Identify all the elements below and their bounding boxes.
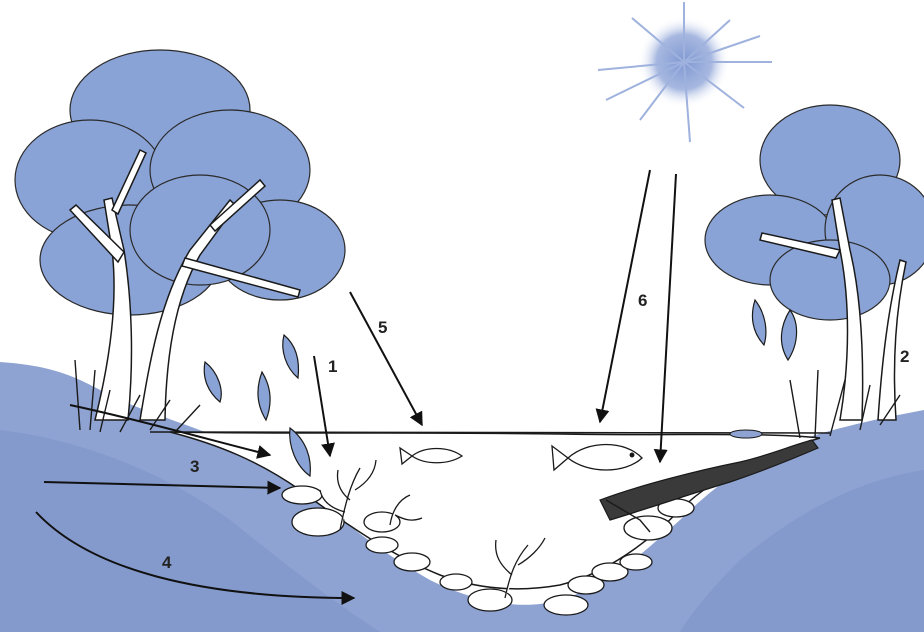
stone-icon (394, 553, 430, 571)
stone-icon (620, 554, 652, 570)
reed-icon (75, 360, 900, 438)
stone-icon (282, 486, 322, 504)
arrow-6-right (660, 174, 676, 462)
sun-icon (598, 2, 772, 142)
arrow-5 (350, 292, 422, 425)
label-3: 3 (190, 457, 199, 476)
leaf-icon (283, 335, 299, 378)
stone-icon (468, 589, 512, 611)
stone-icon (292, 508, 344, 536)
leaf-icon (258, 372, 270, 420)
water-surface-line (150, 432, 830, 433)
label-1: 1 (328, 357, 337, 376)
leaf-icon (752, 300, 765, 345)
label-2: 2 (900, 347, 909, 366)
leaf-icon (781, 310, 796, 360)
stone-icon (624, 516, 672, 540)
stone-icon (366, 537, 398, 553)
stone-icon (544, 595, 588, 615)
leaf-icon (204, 362, 221, 402)
stone-icon (730, 430, 762, 438)
label-4: 4 (162, 553, 172, 572)
label-6: 6 (638, 291, 647, 310)
tree-icon (705, 105, 924, 420)
stone-icon (440, 574, 472, 590)
label-5: 5 (378, 318, 387, 337)
